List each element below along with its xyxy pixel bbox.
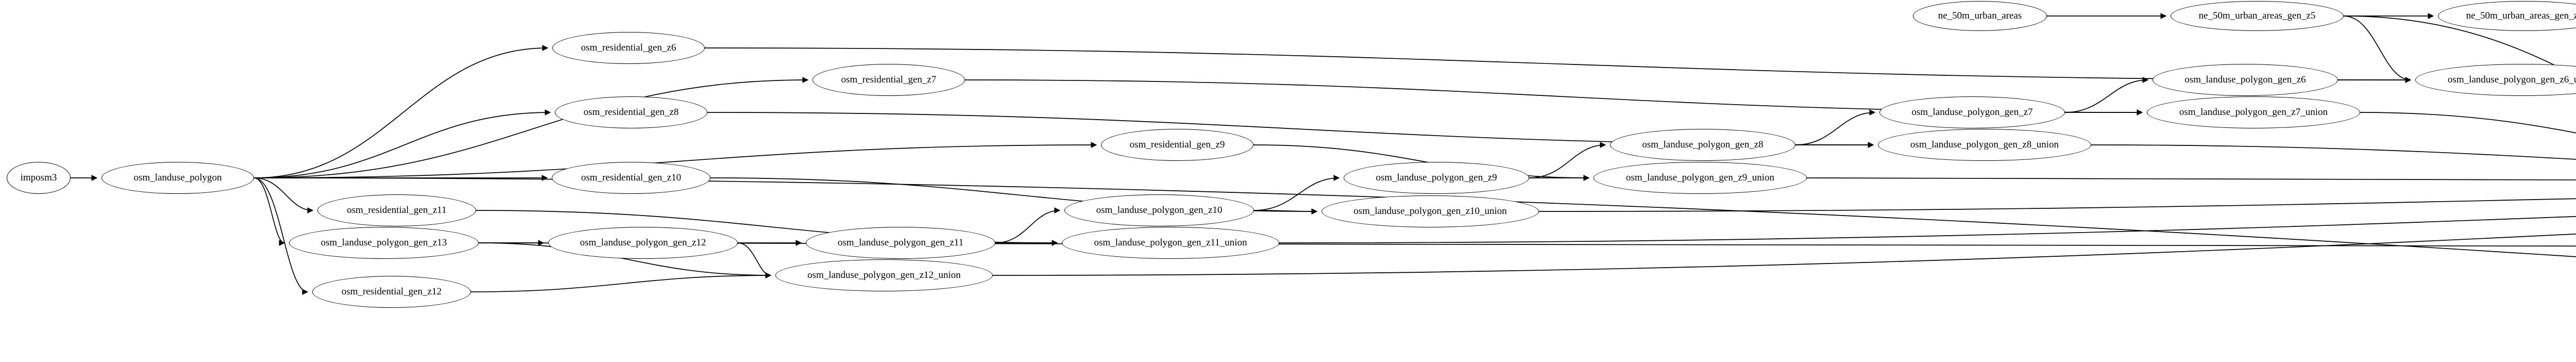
graph-node-ne_50m_urban_areas_gen_z5[interactable]: ne_50m_urban_areas_gen_z5 bbox=[2171, 1, 2344, 31]
graph-edge-osm_landuse_polygon_gen_z9_union-to-layer_landuse-z9 bbox=[1806, 177, 2576, 180]
graph-edge-osm_landuse_polygon_gen_z13-to-layer_landuse-z13 bbox=[478, 242, 2576, 246]
graph-edge-osm_landuse_polygon_gen_z8_union-to-layer_landuse-z8 bbox=[2091, 144, 2576, 160]
graph-node-osm_residential_gen_z10[interactable]: osm_residential_gen_z10 bbox=[552, 162, 710, 194]
graph-node-osm_landuse_polygon_gen_z7[interactable]: osm_landuse_polygon_gen_z7 bbox=[1879, 96, 2065, 128]
graph-node-osm_landuse_polygon_gen_z8[interactable]: osm_landuse_polygon_gen_z8 bbox=[1610, 129, 1795, 161]
graph-node-osm_landuse_polygon_gen_z10[interactable]: osm_landuse_polygon_gen_z10 bbox=[1064, 194, 1254, 226]
graph-edge-osm_landuse_polygon_gen_z8-to-osm_landuse_polygon_gen_z7 bbox=[1795, 109, 1876, 145]
graph-node-osm_landuse_polygon_gen_z12[interactable]: osm_landuse_polygon_gen_z12 bbox=[548, 227, 738, 259]
graph-node-ne_50m_urban_areas_gen_z4[interactable]: ne_50m_urban_areas_gen_z4 bbox=[2438, 1, 2576, 31]
graph-node-osm_residential_gen_z9[interactable]: osm_residential_gen_z9 bbox=[1101, 129, 1253, 161]
graph-node-osm_landuse_polygon_gen_z6[interactable]: osm_landuse_polygon_gen_z6 bbox=[2153, 64, 2338, 96]
graph-node-osm_landuse_polygon_gen_z12_union[interactable]: osm_landuse_polygon_gen_z12_union bbox=[775, 259, 993, 291]
graph-node-osm_landuse_polygon_gen_z10_union[interactable]: osm_landuse_polygon_gen_z10_union bbox=[1321, 195, 1539, 227]
graph-edge-osm_landuse_polygon_gen_z12-to-osm_landuse_polygon_gen_z12_union bbox=[737, 242, 772, 278]
graph-node-ne_50m_urban_areas[interactable]: ne_50m_urban_areas bbox=[1913, 1, 2047, 31]
graph-edge-osm_landuse_polygon_gen_z11-to-osm_landuse_polygon_gen_z10 bbox=[995, 207, 1061, 243]
graph-node-imposm3[interactable]: imposm3 bbox=[7, 162, 71, 194]
graph-node-osm_residential_gen_z7[interactable]: osm_residential_gen_z7 bbox=[812, 64, 965, 96]
graph-edge-osm_landuse_polygon-to-osm_residential_gen_z11 bbox=[253, 177, 314, 213]
graph-node-osm_landuse_polygon[interactable]: osm_landuse_polygon bbox=[101, 162, 254, 194]
graph-edge-osm_landuse_polygon_gen_z10-to-osm_landuse_polygon_gen_z9 bbox=[1253, 175, 1340, 211]
graph-node-osm_landuse_polygon_gen_z7_union[interactable]: osm_landuse_polygon_gen_z7_union bbox=[2147, 96, 2360, 128]
graph-node-osm_landuse_polygon_gen_z11[interactable]: osm_landuse_polygon_gen_z11 bbox=[806, 227, 995, 259]
graph-node-osm_residential_gen_z8[interactable]: osm_residential_gen_z8 bbox=[555, 96, 707, 128]
graph-edge-osm_residential_gen_z12-to-osm_landuse_polygon_gen_z12_union bbox=[470, 272, 772, 292]
graph-node-osm_landuse_polygon_gen_z11_union[interactable]: osm_landuse_polygon_gen_z11_union bbox=[1062, 227, 1279, 259]
graph-node-osm_landuse_polygon_gen_z9[interactable]: osm_landuse_polygon_gen_z9 bbox=[1344, 162, 1529, 194]
graph-edge-osm_landuse_polygon_gen_z10_union-to-layer_landuse-z10 bbox=[1538, 198, 2576, 212]
graph-edge-osm_landuse_polygon_gen_z10-to-osm_landuse_polygon_gen_z10_union bbox=[1253, 208, 1318, 215]
graph-edge-osm_landuse_polygon-to-osm_residential_gen_z8 bbox=[253, 109, 551, 178]
graph-edge-osm_landuse_polygon-to-osm_landuse_polygon_gen_z13 bbox=[253, 177, 285, 246]
graph-node-osm_residential_gen_z6[interactable]: osm_residential_gen_z6 bbox=[552, 32, 705, 64]
graph-edge-ne_50m_urban_areas_gen_z5-to-osm_landuse_polygon_gen_z6_union bbox=[2343, 15, 2412, 83]
graph-edge-osm_landuse_polygon-to-osm_residential_gen_z7 bbox=[253, 77, 809, 178]
graph-node-osm_landuse_polygon_gen_z6_union[interactable]: osm_landuse_polygon_gen_z6_union bbox=[2415, 64, 2576, 96]
graph-edge-osm_landuse_polygon_gen_z9-to-osm_landuse_polygon_gen_z8 bbox=[1529, 142, 1606, 178]
graph-node-osm_residential_gen_z12[interactable]: osm_residential_gen_z12 bbox=[312, 276, 471, 308]
graph-edge-osm_landuse_polygon-to-osm_residential_gen_z6 bbox=[253, 45, 549, 178]
graph-node-osm_landuse_polygon_gen_z9_union[interactable]: osm_landuse_polygon_gen_z9_union bbox=[1594, 162, 1807, 194]
graph-node-osm_landuse_polygon_gen_z13[interactable]: osm_landuse_polygon_gen_z13 bbox=[289, 227, 479, 259]
graph-node-osm_landuse_polygon_gen_z8_union[interactable]: osm_landuse_polygon_gen_z8_union bbox=[1878, 129, 2091, 161]
graph-edge-osm_landuse_polygon_gen_z7_union-to-layer_landuse-z7 bbox=[2360, 112, 2576, 134]
graph-node-osm_residential_gen_z11[interactable]: osm_residential_gen_z11 bbox=[317, 194, 476, 226]
graph-edge-osm_landuse_polygon_gen_z7-to-osm_landuse_polygon_gen_z6 bbox=[2064, 77, 2149, 113]
